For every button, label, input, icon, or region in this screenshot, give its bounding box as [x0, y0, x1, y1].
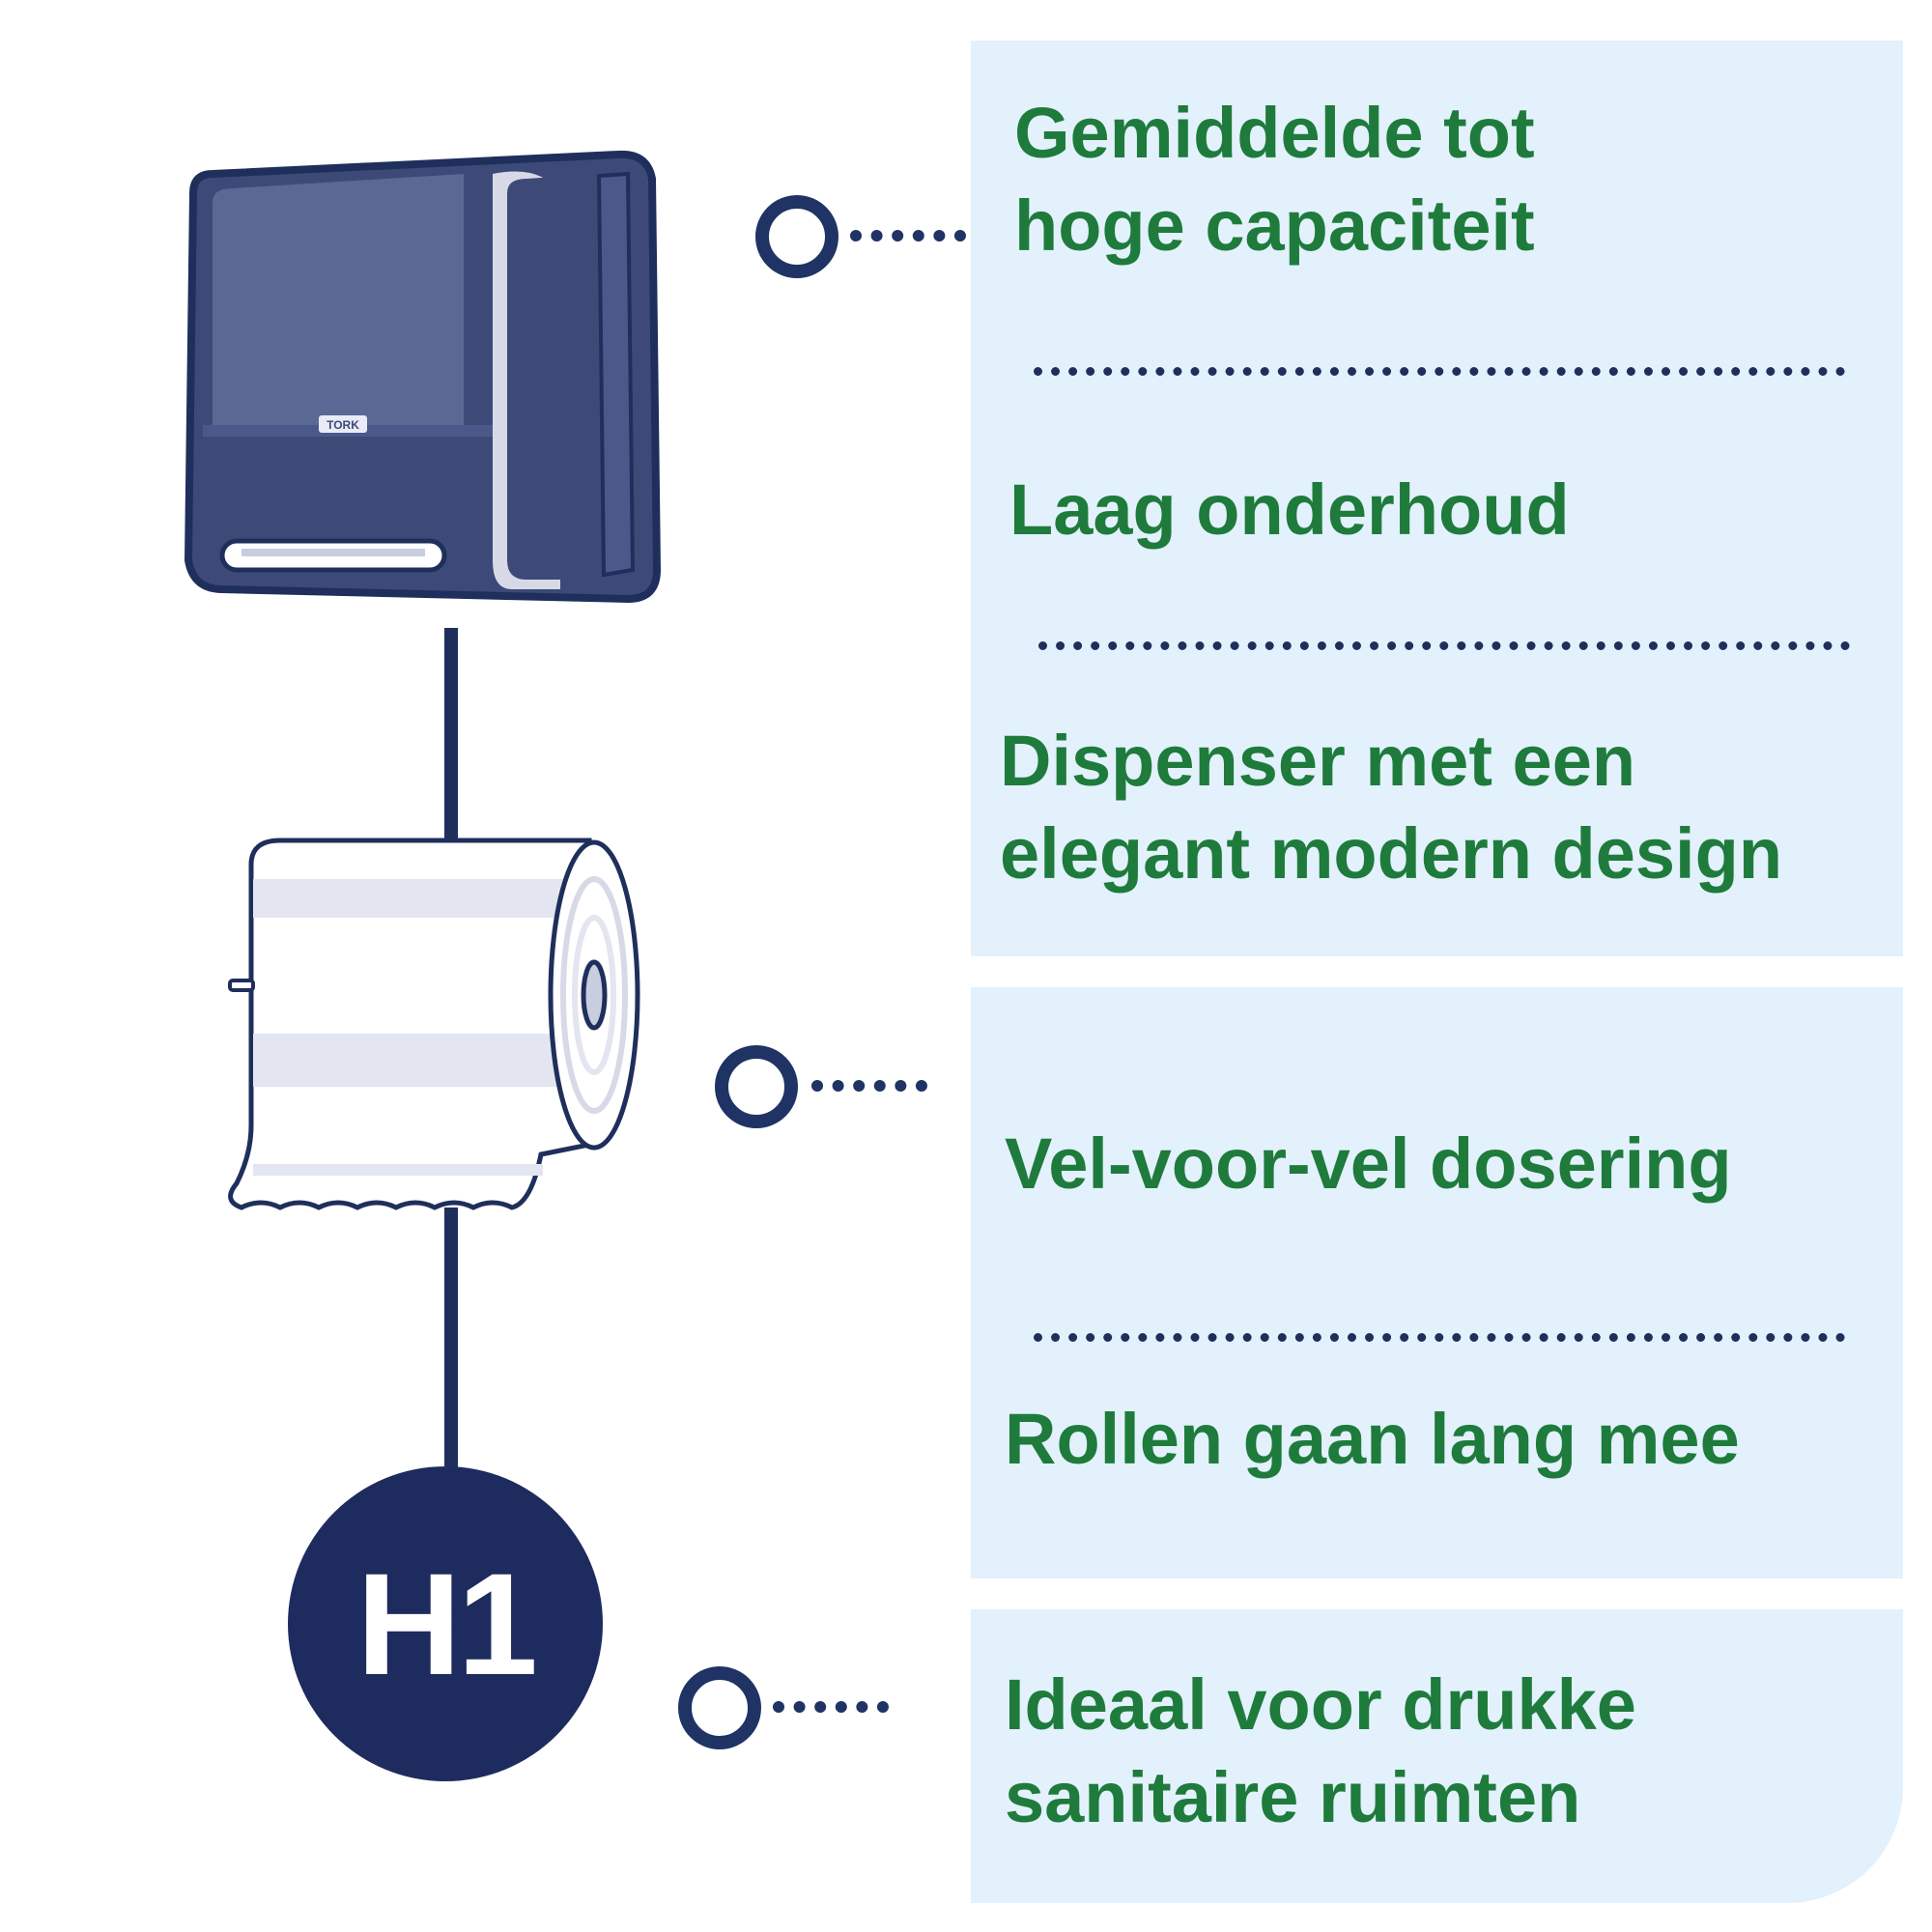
feature-maintenance: Laag onderhoud — [1009, 469, 1570, 550]
connector-ring-icon — [755, 195, 838, 278]
feature-panel-system — [971, 1609, 1903, 1903]
separator — [1034, 1333, 1845, 1342]
connector-dots — [850, 230, 966, 242]
separator — [1038, 641, 1850, 650]
connector-line — [444, 628, 458, 840]
paper-roll-icon — [228, 838, 640, 1210]
connector-ring-icon — [678, 1666, 761, 1749]
connector-dots — [811, 1080, 927, 1092]
towel-dispenser-icon: TORK — [184, 150, 662, 604]
connector-line — [444, 1208, 458, 1478]
feature-panel-dispenser — [971, 41, 1903, 956]
brand-logo: TORK — [327, 418, 359, 432]
feature-roll-life: Rollen gaan lang mee — [1005, 1399, 1740, 1479]
feature-panel-roll — [971, 987, 1903, 1578]
connector-ring-icon — [715, 1045, 798, 1128]
feature-dosing: Vel-voor-vel dosering — [1005, 1123, 1732, 1204]
connector-dots — [773, 1701, 889, 1713]
separator — [1034, 367, 1845, 376]
h1-system-badge: H1 — [288, 1466, 603, 1781]
